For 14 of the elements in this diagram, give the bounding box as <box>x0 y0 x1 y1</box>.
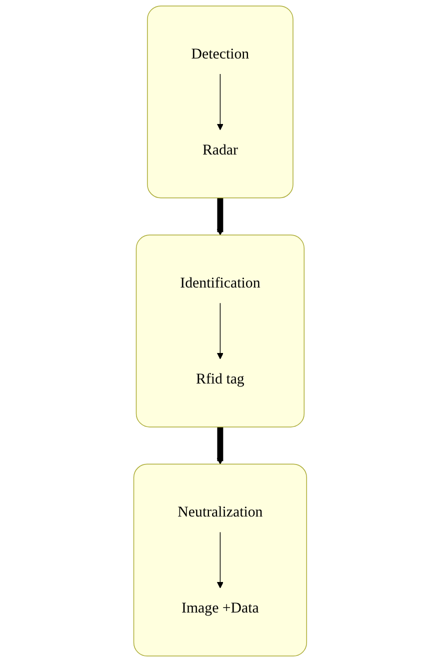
arrow <box>217 198 224 236</box>
node-text: Image +Data <box>182 600 260 616</box>
arrow <box>217 426 224 464</box>
cluster <box>147 6 294 198</box>
cluster <box>136 234 305 428</box>
node-text: Rfid tag <box>196 370 245 388</box>
node-text: Identification <box>180 274 261 292</box>
node-text: Radar <box>202 142 238 158</box>
node-text: Detection <box>192 46 250 62</box>
arrow <box>217 74 224 130</box>
cluster <box>134 464 308 656</box>
arrow <box>217 532 224 588</box>
arrow <box>217 302 224 360</box>
node-text: Neutralization <box>178 504 264 520</box>
